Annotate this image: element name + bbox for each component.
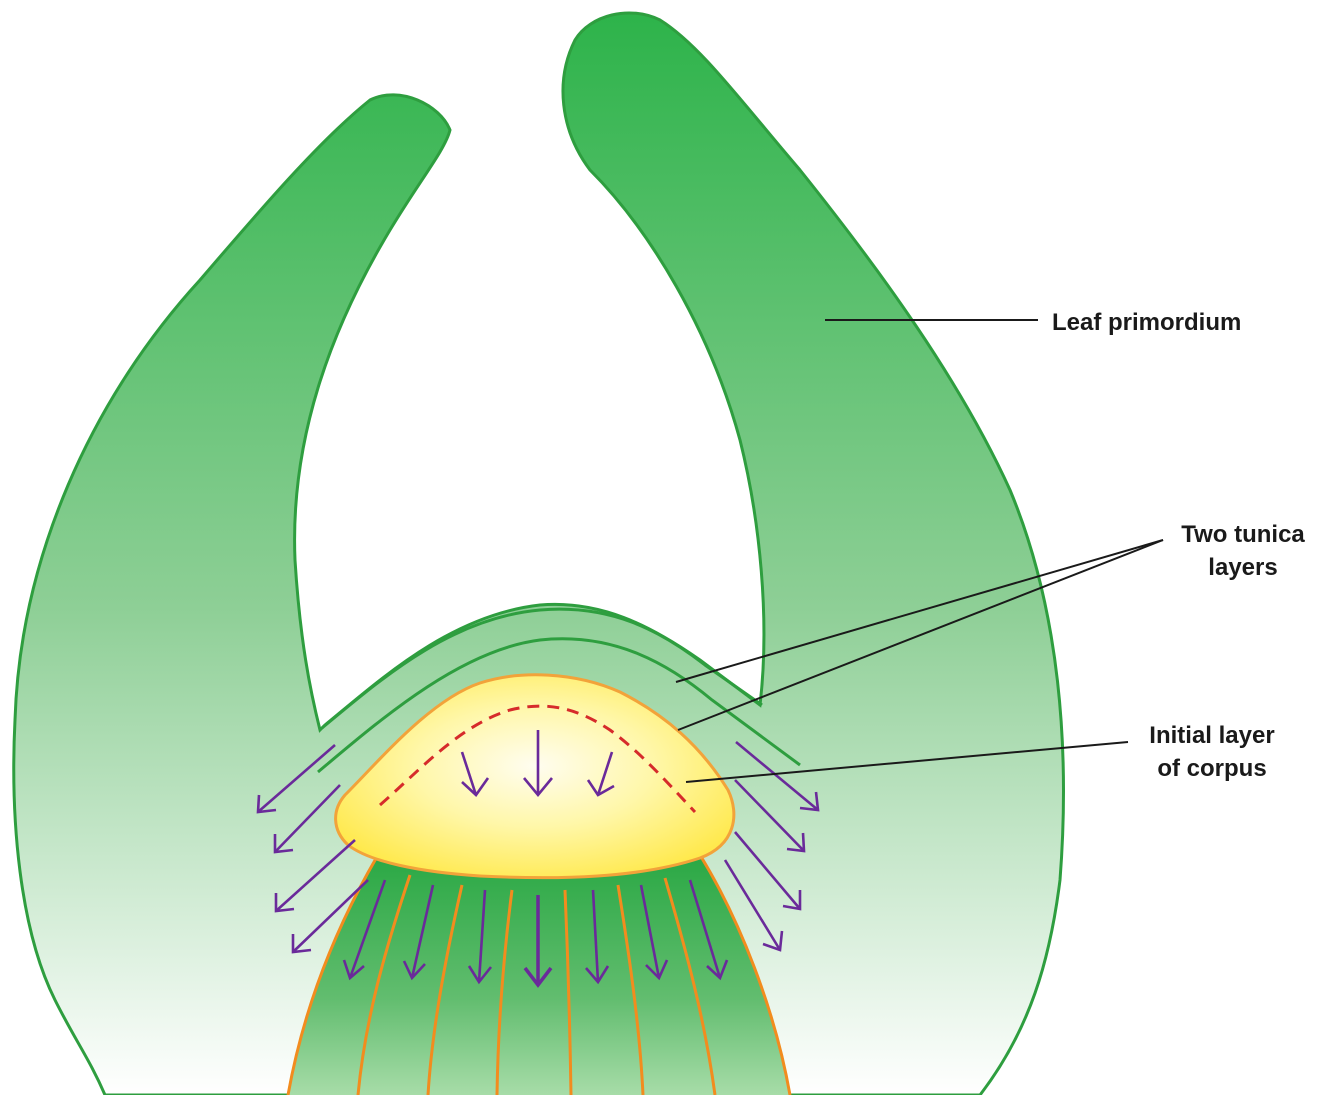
label-two-tunica-layers: Two tunica layers (1172, 518, 1314, 584)
label-corpus-line2: of corpus (1140, 752, 1284, 785)
label-leaf-primordium: Leaf primordium (1052, 306, 1241, 339)
label-initial-layer-of-corpus: Initial layer of corpus (1140, 719, 1284, 785)
label-leaf-primordium-text: Leaf primordium (1052, 306, 1241, 339)
label-tunica-line1: Two tunica (1172, 518, 1314, 551)
label-corpus-line1: Initial layer (1140, 719, 1284, 752)
label-tunica-line2: layers (1172, 551, 1314, 584)
